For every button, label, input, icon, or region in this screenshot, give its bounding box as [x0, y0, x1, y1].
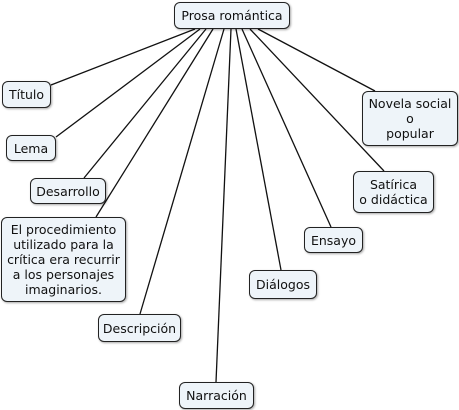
- node-label: Descripción: [102, 320, 177, 336]
- link-lema: [55, 28, 201, 138]
- node-titulo[interactable]: Título: [2, 81, 51, 108]
- link-novela: [257, 28, 376, 92]
- link-desarrollo: [83, 28, 207, 179]
- node-descripcion[interactable]: Descripción: [98, 314, 181, 342]
- node-novela[interactable]: Novela social o popular: [362, 91, 458, 146]
- link-descripcion: [139, 28, 225, 315]
- node-label: El procedimiento utilizado para la críti…: [7, 222, 120, 297]
- node-lema[interactable]: Lema: [6, 135, 56, 161]
- node-label: Lema: [13, 140, 49, 156]
- node-dialogos[interactable]: Diálogos: [249, 270, 317, 299]
- node-label: Satírica o didáctica: [359, 177, 428, 207]
- root-node[interactable]: Prosa romántica: [174, 2, 290, 29]
- node-satirica[interactable]: Satírica o didáctica: [353, 171, 434, 213]
- node-desarrollo[interactable]: Desarrollo: [30, 178, 106, 204]
- root-label: Prosa romántica: [181, 8, 283, 23]
- node-procedimiento[interactable]: El procedimiento utilizado para la críti…: [1, 217, 126, 302]
- link-narracion: [215, 28, 232, 383]
- node-label: Novela social o popular: [368, 96, 452, 141]
- link-dialogos: [235, 28, 282, 271]
- node-label: Narración: [186, 388, 247, 403]
- node-narracion[interactable]: Narración: [179, 382, 254, 409]
- node-label: Desarrollo: [36, 183, 100, 199]
- node-ensayo[interactable]: Ensayo: [304, 227, 363, 253]
- node-label: Título: [8, 87, 45, 102]
- link-procedimiento: [95, 28, 214, 218]
- node-label: Diálogos: [256, 277, 310, 292]
- link-titulo: [50, 28, 196, 86]
- node-label: Ensayo: [310, 232, 357, 248]
- link-ensayo: [241, 28, 332, 228]
- link-satirica: [249, 28, 385, 172]
